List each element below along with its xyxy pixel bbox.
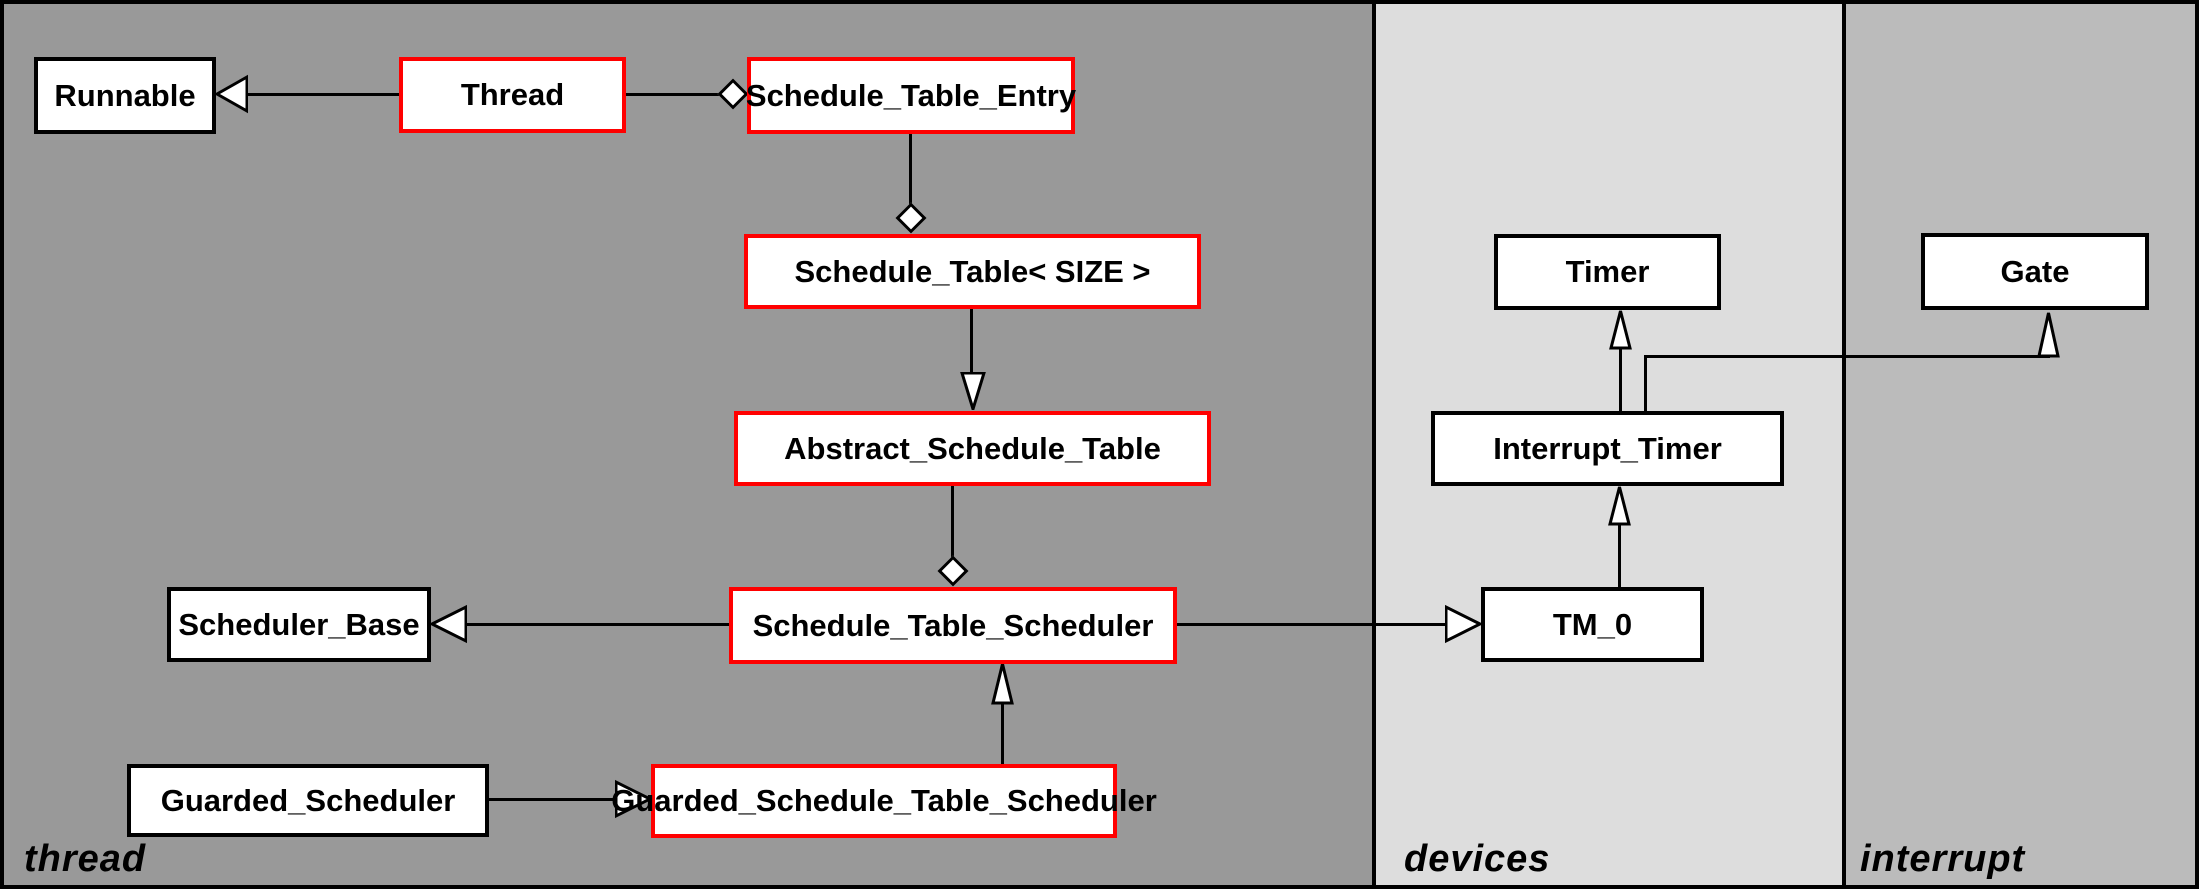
connector-thread-runnable xyxy=(246,93,399,96)
connector-size-entry xyxy=(909,134,912,208)
class-gate[interactable]: Gate xyxy=(1921,233,2149,310)
class-label: Guarded_Schedule_Table_Scheduler xyxy=(611,783,1157,818)
class-schedule-table-size[interactable]: Schedule_Table< SIZE > xyxy=(744,234,1201,309)
connector-interrupt-timer-gate-vertical xyxy=(1644,355,1647,411)
connector-scheduler-tm0 xyxy=(1177,623,1449,626)
package-label-devices: devices xyxy=(1404,838,1551,880)
class-schedule-table-entry[interactable]: Schedule_Table_Entry xyxy=(745,57,1077,134)
class-label: Abstract_Schedule_Table xyxy=(784,430,1161,466)
connector-scheduler-abstract xyxy=(951,486,954,560)
connector-interrupt-timer-gate-horizontal xyxy=(1644,355,2050,358)
class-scheduler-base[interactable]: Scheduler_Base xyxy=(167,587,431,662)
class-timer[interactable]: Timer xyxy=(1494,234,1721,310)
class-guarded-schedule-table-scheduler[interactable]: Guarded_Schedule_Table_Scheduler xyxy=(611,764,1157,838)
class-label: Schedule_Table_Scheduler xyxy=(752,607,1154,643)
class-guarded-scheduler[interactable]: Guarded_Scheduler xyxy=(127,764,489,837)
connector-entry-thread xyxy=(626,93,721,96)
package-divider-thread-devices xyxy=(1372,4,1376,885)
inheritance-arrow-icon xyxy=(1609,310,1632,350)
class-label: Gate xyxy=(2000,253,2070,289)
inheritance-arrow-icon xyxy=(991,663,1014,705)
class-abstract-schedule-table[interactable]: Abstract_Schedule_Table xyxy=(734,411,1211,486)
connector-guarded-gsts xyxy=(489,798,619,801)
connector-scheduler-base xyxy=(465,623,729,626)
class-label: Runnable xyxy=(54,77,196,113)
class-schedule-table-scheduler[interactable]: Schedule_Table_Scheduler xyxy=(729,587,1177,664)
inheritance-arrow-icon xyxy=(2037,312,2060,358)
connector-size-abstract xyxy=(970,309,973,375)
inheritance-arrow-icon xyxy=(1608,486,1631,526)
connector-gsts-scheduler xyxy=(1001,701,1004,764)
inheritance-arrow-icon xyxy=(431,604,467,644)
class-interrupt-timer[interactable]: Interrupt_Timer xyxy=(1431,411,1784,486)
class-label: TM_0 xyxy=(1552,606,1633,642)
inheritance-arrow-icon xyxy=(216,74,248,114)
package-label-interrupt: interrupt xyxy=(1860,838,2026,880)
package-label-thread: thread xyxy=(24,838,147,880)
class-label: Scheduler_Base xyxy=(178,606,420,642)
inheritance-arrow-icon xyxy=(960,372,986,410)
class-label: Schedule_Table_Entry xyxy=(745,77,1077,113)
class-thread[interactable]: Thread xyxy=(399,57,626,133)
class-label: Guarded_Scheduler xyxy=(160,782,456,818)
class-label: Thread xyxy=(460,77,565,112)
inheritance-arrow-icon xyxy=(615,779,651,819)
class-runnable[interactable]: Runnable xyxy=(34,57,216,134)
class-tm-0[interactable]: TM_0 xyxy=(1481,587,1704,662)
package-divider-devices-interrupt xyxy=(1842,4,1846,885)
inheritance-arrow-icon xyxy=(1445,604,1481,644)
connector-interrupt-timer-timer xyxy=(1619,346,1622,411)
class-label: Schedule_Table< SIZE > xyxy=(794,253,1151,289)
package-interrupt xyxy=(1846,4,2195,885)
class-label: Timer xyxy=(1565,254,1650,289)
class-label: Interrupt_Timer xyxy=(1493,430,1722,466)
connector-tm0-interrupt-timer xyxy=(1618,523,1621,587)
